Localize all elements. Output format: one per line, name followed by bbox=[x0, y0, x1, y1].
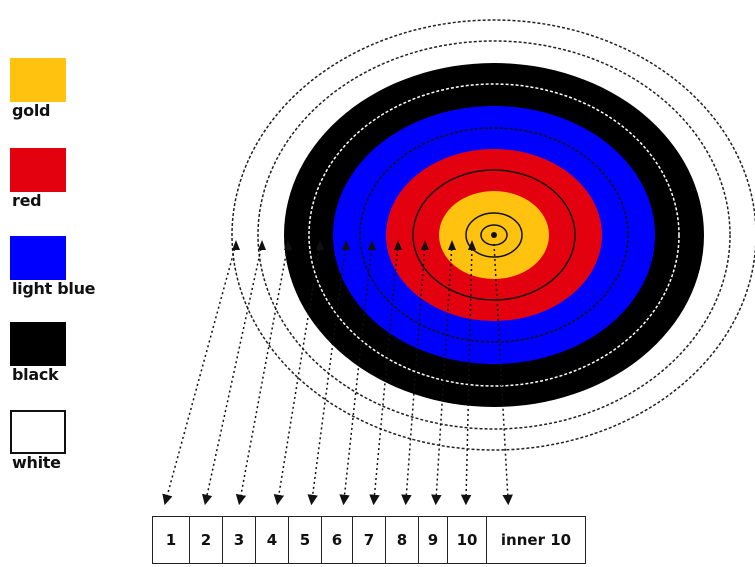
ring-6-blue-line bbox=[359, 127, 629, 343]
score-cell-3: 3 bbox=[222, 516, 256, 564]
ring-8-red-line bbox=[412, 169, 576, 301]
legend-label-gold: gold bbox=[12, 101, 51, 120]
red-swatch bbox=[10, 148, 66, 192]
score-cell-5: 5 bbox=[288, 516, 322, 564]
score-cell-6: 6 bbox=[321, 516, 353, 564]
legend-label-black: black bbox=[12, 365, 59, 384]
ring-edge-markers bbox=[232, 240, 476, 250]
ring-10-gold-line bbox=[465, 212, 523, 258]
gold-swatch bbox=[10, 58, 66, 102]
light-blue-swatch bbox=[10, 236, 66, 280]
arrow-zone-1 bbox=[162, 243, 237, 506]
legend-label-white: white bbox=[12, 453, 61, 472]
score-row: 1 2 3 4 5 6 7 8 9 10 inner 10 bbox=[152, 516, 586, 564]
score-cell-1: 1 bbox=[152, 516, 190, 564]
score-cell-inner-10: inner 10 bbox=[486, 516, 586, 564]
legend-label-red: red bbox=[12, 191, 42, 210]
score-cell-2: 2 bbox=[189, 516, 223, 564]
legend-item-light-blue: light blue bbox=[10, 236, 96, 308]
score-cell-7: 7 bbox=[352, 516, 386, 564]
leader-arrows bbox=[162, 243, 513, 506]
legend-item-gold: gold bbox=[10, 58, 66, 130]
arrow-zone-2 bbox=[201, 243, 263, 506]
target-rings bbox=[231, 19, 755, 451]
score-table: 1 2 3 4 5 6 7 8 9 10 inner 10 bbox=[152, 516, 586, 564]
arrow-zone-3 bbox=[235, 243, 289, 506]
legend-item-black: black bbox=[10, 322, 66, 394]
arrow-zone-5 bbox=[307, 243, 347, 506]
target-center-dot bbox=[491, 232, 497, 238]
white-swatch bbox=[10, 410, 66, 454]
arrow-zone-4 bbox=[273, 243, 321, 506]
score-cell-10: 10 bbox=[447, 516, 487, 564]
legend-label-light-blue: light blue bbox=[12, 279, 96, 298]
score-cell-9: 9 bbox=[418, 516, 448, 564]
black-swatch bbox=[10, 322, 66, 366]
legend-item-white: white bbox=[10, 410, 66, 482]
legend-item-red: red bbox=[10, 148, 66, 220]
score-cell-8: 8 bbox=[385, 516, 419, 564]
ring-4-black-line bbox=[308, 83, 680, 387]
score-cell-4: 4 bbox=[255, 516, 289, 564]
